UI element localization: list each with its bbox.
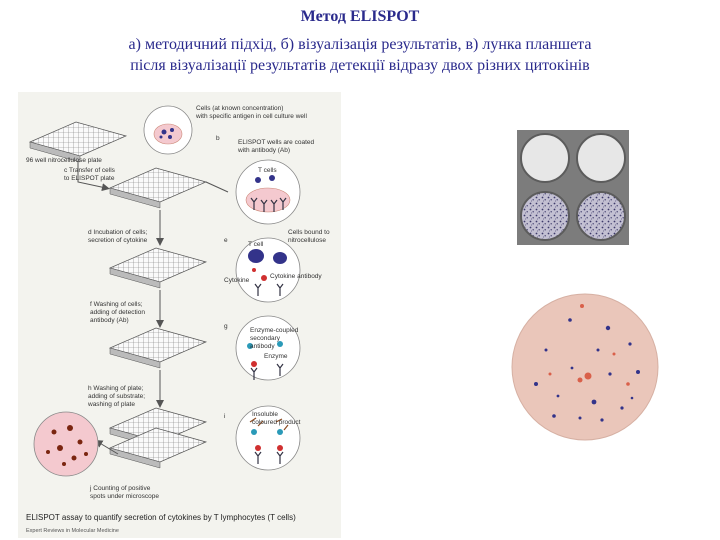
svg-text:to ELISPOT plate: to ELISPOT plate	[64, 175, 115, 182]
svg-text:T cell: T cell	[248, 241, 264, 248]
plate-step-c	[110, 168, 206, 208]
svg-text:Cytokine: Cytokine	[224, 277, 250, 284]
svg-text:T cells: T cells	[258, 167, 277, 174]
subtitle-line-1: а) методичний підхід, б) візуалізація ре…	[40, 34, 680, 55]
svg-text:Insoluble: Insoluble	[252, 411, 278, 418]
circle-step-j	[34, 412, 98, 476]
svg-text:f Washing of cells;: f Washing of cells;	[90, 301, 143, 308]
svg-text:washing of plate: washing of plate	[87, 401, 135, 408]
two-cytokine-well-photo	[510, 292, 660, 447]
svg-text:i: i	[224, 413, 225, 420]
subtitle-line-2: після візуалізації результатів детекції …	[40, 55, 680, 76]
svg-text:spots under microscope: spots under microscope	[90, 493, 159, 500]
svg-text:Enzyme-coupled: Enzyme-coupled	[250, 327, 299, 334]
svg-text:antibody (Ab): antibody (Ab)	[90, 317, 129, 324]
svg-text:with specific antigen in cell: with specific antigen in cell culture we…	[195, 113, 307, 120]
svg-text:with antibody (Ab): with antibody (Ab)	[237, 147, 290, 154]
svg-text:secondary: secondary	[250, 335, 281, 342]
svg-text:h Washing of plate;: h Washing of plate;	[88, 385, 144, 392]
well-empty-2	[577, 134, 625, 182]
well-spots-1	[521, 192, 569, 240]
plate-step-a	[30, 122, 126, 162]
circle-step-a	[144, 106, 192, 154]
svg-text:adding of substrate;: adding of substrate;	[88, 393, 145, 400]
elispot-method-diagram: 96 well nitrocellulose plate Cells (at k…	[18, 92, 341, 538]
svg-text:b: b	[216, 135, 220, 142]
svg-text:d Incubation of cells;: d Incubation of cells;	[88, 229, 147, 236]
svg-text:g: g	[224, 323, 228, 330]
svg-text:antibody: antibody	[250, 343, 275, 350]
svg-text:Enzyme: Enzyme	[264, 353, 288, 360]
svg-text:nitrocellulose: nitrocellulose	[288, 237, 326, 244]
page-title: Метод ELISPOT	[0, 8, 720, 26]
page-subtitle: а) методичний підхід, б) візуалізація ре…	[40, 34, 680, 76]
svg-text:96 well nitrocellulose plate: 96 well nitrocellulose plate	[26, 157, 102, 164]
svg-text:adding of detection: adding of detection	[90, 309, 145, 316]
circle-step-e	[236, 238, 300, 302]
svg-text:e: e	[224, 237, 228, 244]
well-spots-2	[577, 192, 625, 240]
svg-text:coloured product: coloured product	[252, 419, 301, 426]
svg-text:j Counting of positive: j Counting of positive	[89, 485, 151, 492]
well-empty-1	[521, 134, 569, 182]
diagram-caption: ELISPOT assay to quantify secretion of c…	[26, 513, 296, 522]
svg-text:c Transfer of cells: c Transfer of cells	[64, 167, 116, 174]
svg-text:ELISPOT wells are coated: ELISPOT wells are coated	[238, 139, 314, 146]
svg-text:secretion of cytokine: secretion of cytokine	[88, 237, 148, 244]
svg-text:Cytokine antibody: Cytokine antibody	[270, 273, 322, 280]
plate-step-f	[110, 328, 206, 368]
svg-text:Cells bound to: Cells bound to	[288, 229, 330, 236]
elispot-plate-photo	[517, 130, 629, 245]
svg-text:Cells (at known concentration): Cells (at known concentration)	[196, 105, 283, 112]
diagram-credit: Expert Reviews in Molecular Medicine	[26, 528, 119, 534]
plate-step-d	[110, 248, 206, 288]
